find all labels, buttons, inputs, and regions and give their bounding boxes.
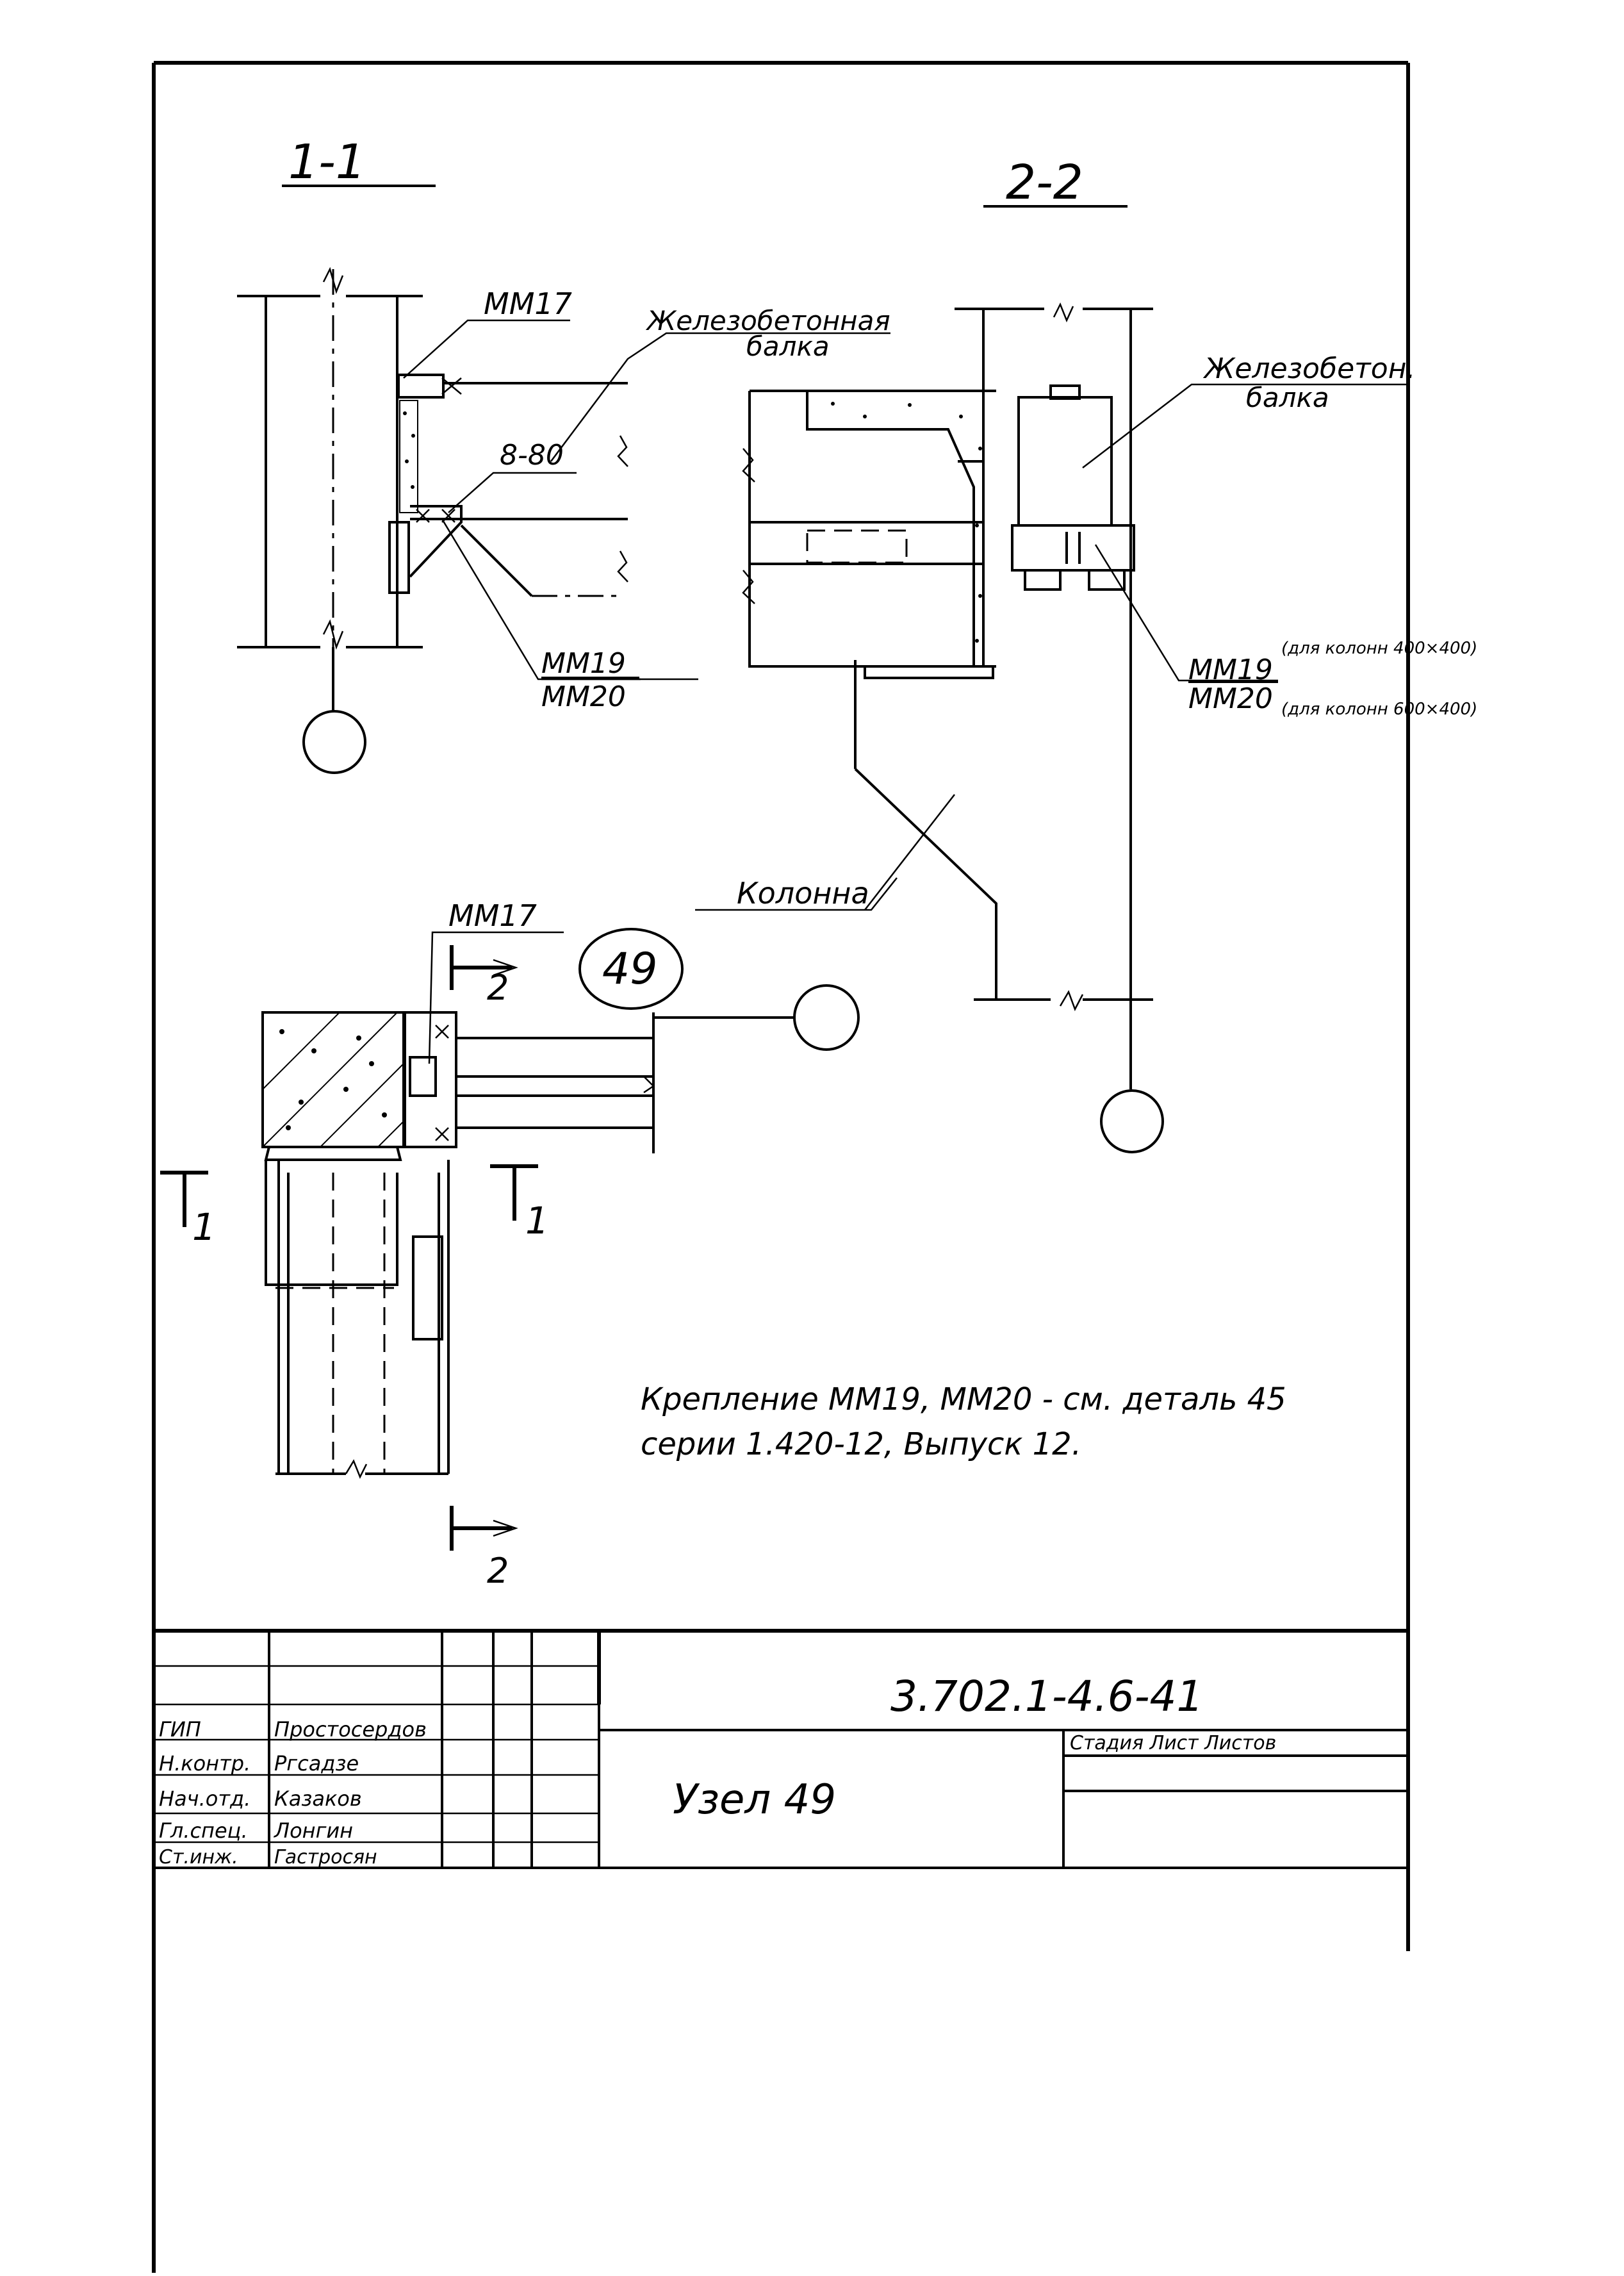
note-line-2: серии 1.420-12, Выпуск 12. bbox=[641, 1426, 1081, 1462]
mm19-note: (для колонн 400×400) bbox=[1281, 639, 1477, 658]
mm20-note: (для колонн 600×400) bbox=[1281, 700, 1477, 719]
mm17-plan-label: MM17 bbox=[448, 898, 537, 933]
row-role: ГИП bbox=[159, 1717, 201, 1742]
row-name: Казаков bbox=[274, 1786, 362, 1811]
row-name: Простосердов bbox=[274, 1717, 427, 1742]
stage-sheet-header: Стадия Лист Листов bbox=[1070, 1732, 1276, 1754]
section-2-2-title: 2-2 bbox=[983, 155, 1128, 210]
row-name: Лонгин bbox=[274, 1818, 353, 1843]
beam-2-label-line1: Железобетон. bbox=[1202, 352, 1415, 385]
fastening-note: Крепление MM19, MM20 - см. деталь 45 сер… bbox=[641, 1381, 1286, 1462]
plan-view-drawing: MM17 49 2 2 1 1 bbox=[160, 898, 860, 1591]
beam-2-label-line2: балка bbox=[1246, 382, 1329, 413]
axis-bubble-1 bbox=[302, 710, 366, 774]
mm17-top-label: MM17 bbox=[484, 286, 572, 321]
section-1-1-drawing: MM17 Железобетонная балка 8-80 MM19 MM20 bbox=[237, 267, 890, 774]
row-name: Ргсадзе bbox=[274, 1751, 359, 1776]
section-1-1-title: 1-1 bbox=[282, 135, 436, 190]
drawing-code: 3.702.1-4.6-41 bbox=[890, 1672, 1204, 1721]
drawing-title: Узел 49 bbox=[673, 1776, 836, 1824]
cut-2-bottom-label: 2 bbox=[487, 1551, 509, 1591]
mm20-right-label: MM20 bbox=[1188, 682, 1273, 715]
cut-1-right-label: 1 bbox=[525, 1199, 549, 1242]
mm20-left-label: MM20 bbox=[541, 680, 626, 713]
node-49-bubble bbox=[578, 928, 684, 1010]
beam-1-label-line1: Железобетонная bbox=[645, 305, 890, 336]
beam-1-label-line2: балка bbox=[746, 331, 830, 362]
section-2-2-drawing: Железобетон. балка MM19 (для колонн 400×… bbox=[695, 302, 1477, 1153]
cut-1-left-label: 1 bbox=[192, 1205, 216, 1249]
axis-bubble-2 bbox=[793, 984, 860, 1051]
row-role: Гл.спец. bbox=[159, 1818, 248, 1843]
section-2-label: 2-2 bbox=[1006, 155, 1083, 210]
signature-rows: ГИП Простосердов Н.контр. Ргсадзе Нач.от… bbox=[159, 1717, 427, 1868]
spacing-label: 8-80 bbox=[500, 439, 564, 472]
row-name: Гастросян bbox=[274, 1846, 377, 1868]
axis-bubble-3 bbox=[1100, 1089, 1164, 1153]
node-49-number: 49 bbox=[602, 944, 658, 994]
title-block: 3.702.1-4.6-41 Узел 49 Стадия Лист Листо… bbox=[154, 1629, 1408, 1869]
column-label: Колонна bbox=[737, 876, 869, 911]
mm19-left-label: MM19 bbox=[541, 647, 626, 680]
row-role: Нач.отд. bbox=[159, 1786, 250, 1811]
section-1-label: 1-1 bbox=[288, 135, 366, 190]
row-role: Н.контр. bbox=[159, 1751, 250, 1776]
cut-2-top-label: 2 bbox=[487, 968, 509, 1008]
note-line-1: Крепление MM19, MM20 - см. деталь 45 bbox=[641, 1381, 1286, 1417]
row-role: Ст.инж. bbox=[159, 1846, 238, 1868]
sheet-frame bbox=[152, 61, 1410, 2276]
